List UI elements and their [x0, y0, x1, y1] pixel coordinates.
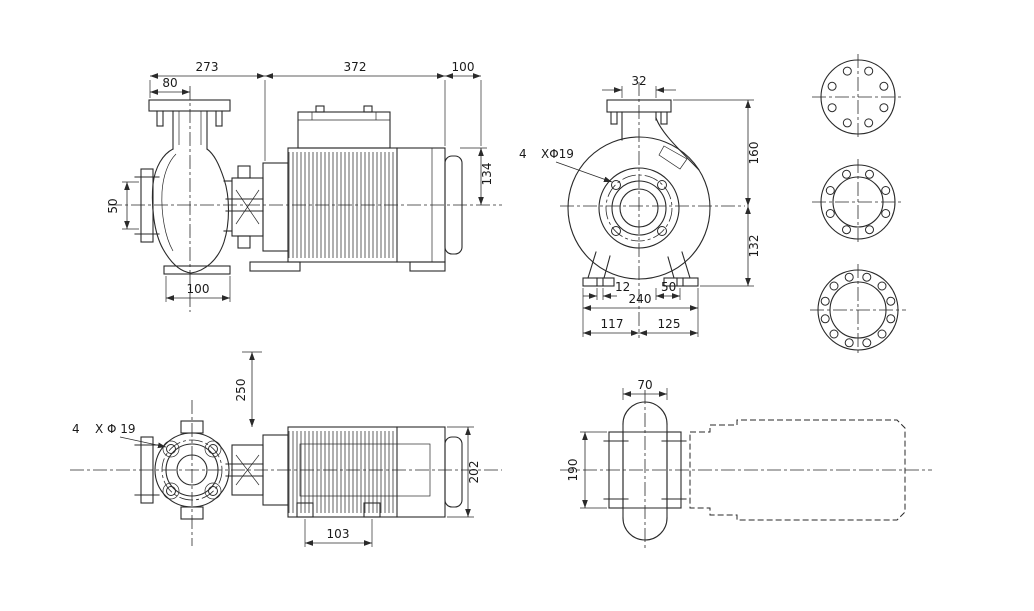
dim-flange-length: 190 [566, 459, 580, 482]
hole-spec-label: X Φ 19 [95, 422, 136, 436]
bolt-hole [657, 226, 667, 236]
plan-view-dimensions: 4 X Φ 19 250 202 103 [72, 351, 481, 547]
front-feet [582, 251, 699, 287]
bolt-holes-8 [825, 169, 891, 235]
bolt-hole [611, 226, 621, 236]
side-view-dimensions: 273 372 100 80 50 134 100 [106, 60, 494, 302]
dim-foot-width: 100 [187, 282, 210, 296]
hole-leader-line [555, 161, 613, 183]
flange-view-top [812, 54, 904, 140]
bolt-hole [611, 180, 621, 190]
motor-fins [288, 152, 394, 258]
outline-pump-port [603, 401, 687, 541]
bolt-holes-8 [827, 66, 889, 128]
front-volute [567, 136, 711, 280]
dim-pump-length: 273 [196, 60, 219, 74]
bolt-hole [657, 180, 667, 190]
volute-casing [151, 148, 233, 275]
dim-center-to-flange: 160 [747, 142, 761, 165]
motor-flange [262, 162, 289, 252]
dim-center-to-top: 134 [480, 163, 494, 186]
dim-base-width: 240 [629, 292, 652, 306]
bolt-hole [166, 444, 176, 454]
plan-motor [262, 426, 463, 518]
dim-base-left: 117 [601, 317, 624, 331]
bolt-circle [605, 174, 673, 242]
fan-cover [444, 436, 463, 508]
hole-qty-label: 4 [72, 422, 80, 436]
fan-cover [444, 155, 463, 255]
dim-motor-width: 202 [467, 461, 481, 484]
dim-pipe-width: 70 [637, 378, 652, 392]
hole-qty-label: 4 [519, 147, 527, 161]
dim-rear-clearance: 100 [452, 60, 475, 74]
outline-view-dimensions: 70 190 [566, 378, 668, 509]
motor-foot [363, 502, 381, 518]
motor-fins [288, 431, 394, 513]
dim-flange-to-center: 80 [162, 76, 177, 90]
hole-spec-label: XΦ19 [541, 147, 574, 161]
dim-suction-bore: 50 [106, 198, 120, 213]
front-view-dimensions: 32 4 XΦ19 160 132 12 50 240 [519, 74, 761, 337]
plan-bearing-bracket [225, 444, 264, 496]
plan-volute [154, 420, 230, 520]
dim-clearance: 250 [234, 379, 248, 402]
bolt-holes-12 [820, 272, 896, 348]
dim-base-right: 125 [658, 317, 681, 331]
motor-foot [296, 502, 314, 518]
bolt-hole [166, 486, 176, 496]
front-discharge-flange [606, 99, 700, 171]
dim-center-to-base: 132 [747, 235, 761, 258]
dim-foot-length: 103 [327, 527, 350, 541]
front-view: 32 4 XΦ19 160 132 12 50 240 [519, 74, 761, 338]
dim-slot-offset: 50 [661, 280, 676, 294]
outline-view: 70 190 [560, 378, 932, 550]
hole-leader-line [119, 436, 167, 449]
motor-envelope-outline [689, 419, 906, 521]
motor-side [249, 105, 463, 272]
terminal-box [297, 105, 391, 149]
flange-views [810, 54, 906, 356]
dim-motor-length: 372 [344, 60, 367, 74]
suction-flange [134, 168, 160, 243]
dim-slot-width: 12 [615, 280, 630, 294]
front-foot [249, 261, 301, 272]
dim-port-offset: 32 [631, 74, 646, 88]
flange-view-middle [812, 159, 904, 245]
rear-foot [409, 261, 446, 272]
bolt-hole [208, 486, 218, 496]
bolt-hole [208, 444, 218, 454]
bearing-bracket [225, 165, 264, 249]
discharge-flange [148, 99, 231, 150]
plan-suction-flange [134, 436, 160, 504]
plan-view: 4 X Φ 19 250 202 103 [70, 351, 502, 547]
bolt-circle [161, 439, 223, 501]
side-view: 273 372 100 80 50 134 100 [106, 60, 502, 312]
flange-view-bottom [810, 264, 906, 356]
